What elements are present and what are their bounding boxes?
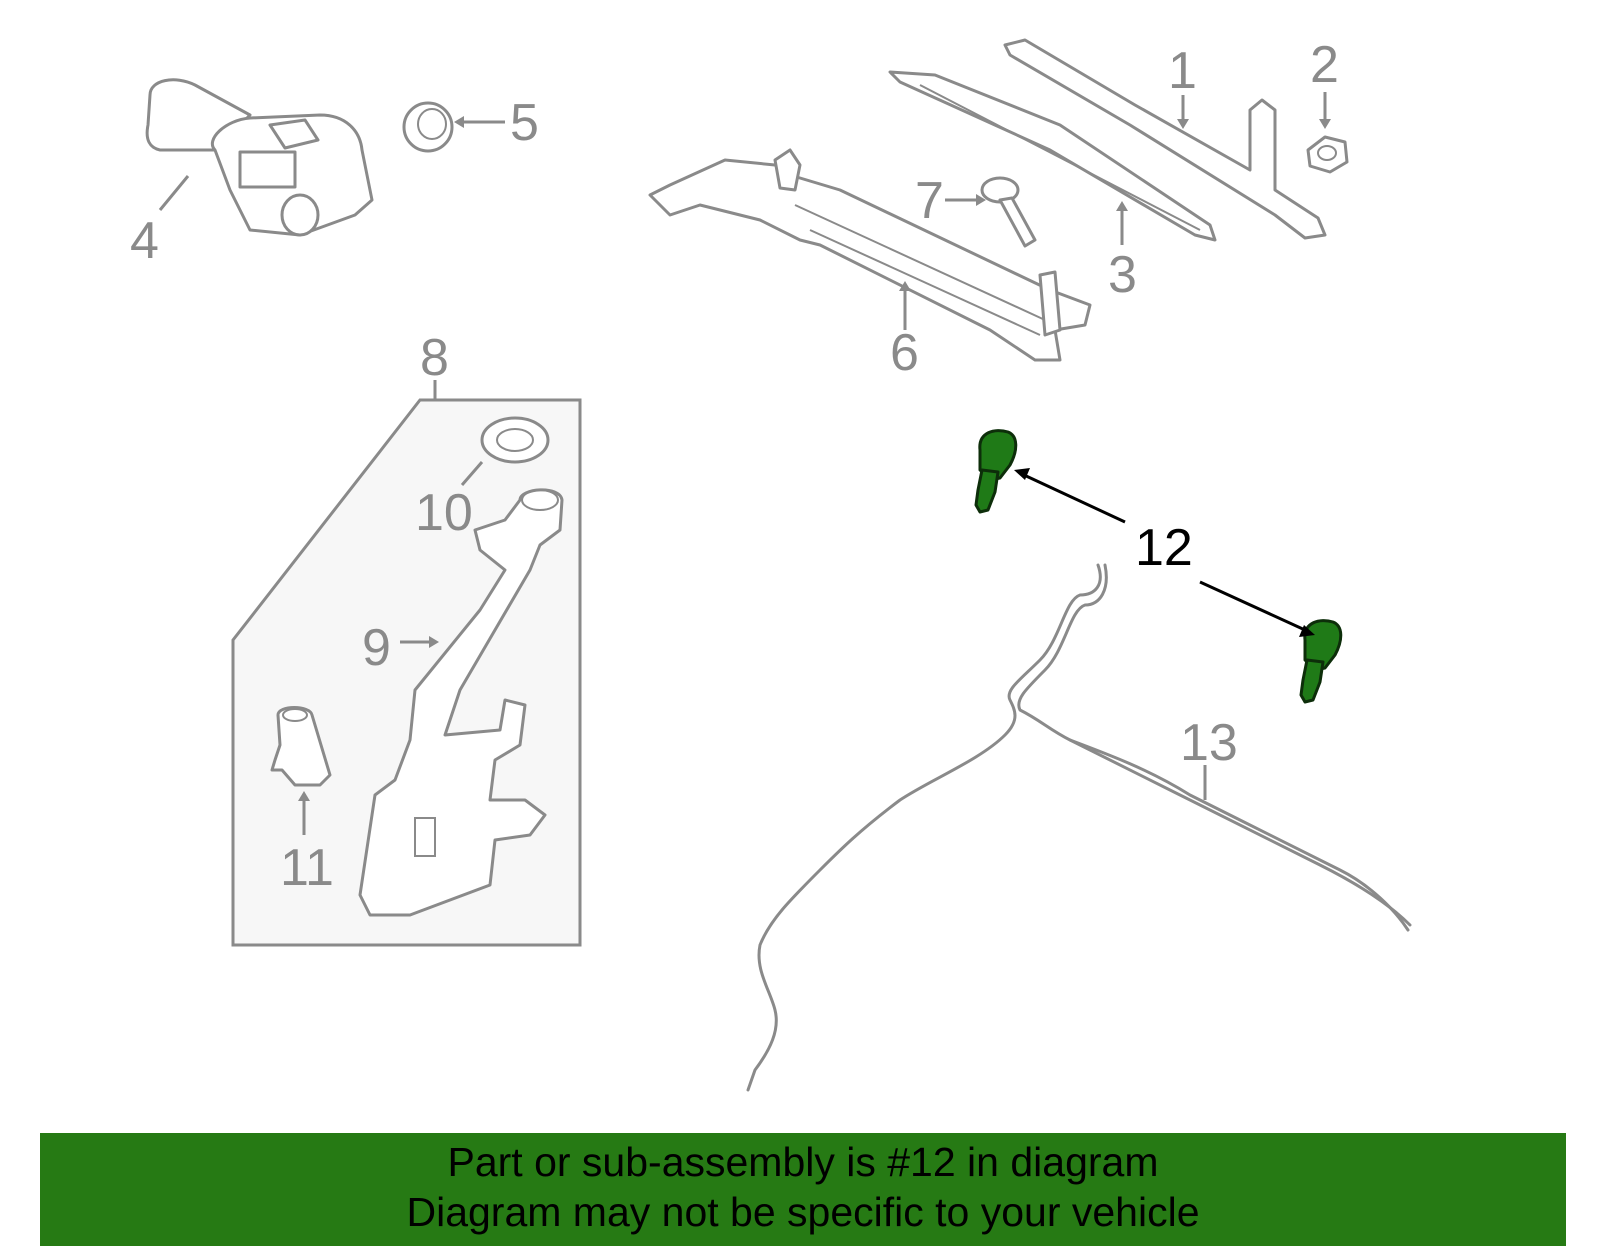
part-11-washer-pump[interactable] <box>270 706 332 787</box>
part-6-wiper-linkage[interactable] <box>648 148 1092 362</box>
callout-4: 4 <box>130 212 159 270</box>
callout-12: 12 <box>1135 519 1193 577</box>
callout-9: 9 <box>362 619 391 677</box>
part-12-nozzle-left[interactable] <box>974 429 1018 514</box>
callout-2: 2 <box>1310 36 1339 94</box>
callout-10: 10 <box>415 484 473 542</box>
callout-8: 8 <box>420 329 449 387</box>
callout-6: 6 <box>890 324 919 382</box>
part-2-nut[interactable] <box>1306 135 1349 174</box>
banner-line-1: Part or sub-assembly is #12 in diagram <box>447 1139 1159 1185</box>
callout-7: 7 <box>915 172 944 230</box>
part-9-reservoir[interactable] <box>358 488 564 917</box>
part-12-nozzle-right[interactable] <box>1299 619 1343 704</box>
part-1-wiper-arm[interactable] <box>1003 38 1327 240</box>
callout-1: 1 <box>1168 42 1197 100</box>
callout-13: 13 <box>1180 714 1238 772</box>
callout-11: 11 <box>280 839 334 897</box>
info-banner: Part or sub-assembly is #12 in diagram D… <box>40 1133 1566 1246</box>
banner-line-2: Diagram may not be specific to your vehi… <box>406 1189 1200 1235</box>
leader-10 <box>460 461 484 486</box>
leader-12-left <box>1023 473 1126 524</box>
leader-12-right <box>1199 580 1306 632</box>
callout-5: 5 <box>510 94 539 152</box>
part-7-bolt[interactable] <box>980 176 1037 248</box>
part-10-cap[interactable] <box>480 416 550 464</box>
leader-4 <box>158 175 190 211</box>
callout-3: 3 <box>1108 246 1137 304</box>
part-3-wiper-blade[interactable] <box>888 70 1217 242</box>
part-4-wiper-motor[interactable] <box>145 78 374 237</box>
part-13-washer-hose[interactable] <box>746 563 1412 1092</box>
part-5-grommet[interactable] <box>402 101 454 153</box>
